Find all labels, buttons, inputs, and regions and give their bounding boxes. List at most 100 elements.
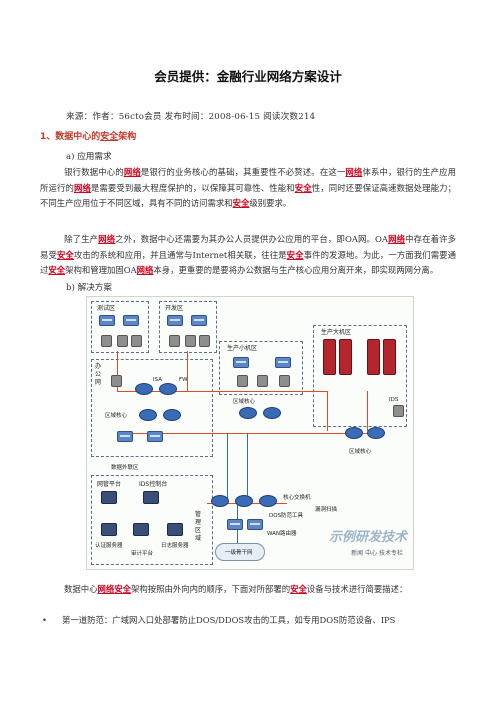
paragraph-3: 数据中心网络安全架构按照由外向内的顺序，下面对所部署的安全设备与技术进行简要描述… (40, 582, 456, 598)
text-run: 设备与技术进行简要描述： (306, 584, 408, 594)
router-icon (367, 427, 385, 439)
server-icon (279, 375, 290, 387)
subheading-b: b) 解决方案 (66, 283, 112, 293)
keyword-link[interactable]: 网络 (123, 167, 141, 177)
switch-icon (275, 357, 291, 368)
bullet-text: 第一道防范：广域网入口处部署防止DOS/DDOS攻击的工具，如专用DOS防范设备… (62, 615, 396, 625)
fw-label: FW (179, 377, 188, 383)
text-run: 架构按照由外向内的顺序，下面对所部署的 (131, 584, 291, 594)
text-run: 是需要受到最大程度保护的，以保障其可靠性、性能和 (90, 182, 295, 193)
keyword-link[interactable]: 网络 (387, 234, 406, 244)
prod-host-zone-label: 生产大机区 (321, 329, 352, 336)
net-platform-label: 网管平台 (97, 481, 122, 488)
text-run: 攻击的系统和应用，并且通常与Internet相关联，往往是 (73, 249, 287, 260)
mainframe-icon (339, 339, 352, 375)
prod-host-zone (313, 325, 407, 427)
prod-small-zone-label: 生产小机区 (227, 345, 258, 352)
isa-label: ISA (153, 377, 162, 383)
mgmt-zone (91, 475, 213, 565)
branch-label: 一级骨干网 (225, 550, 253, 556)
keyword-link[interactable]: 安全 (114, 584, 131, 594)
workstation-icon (133, 523, 149, 536)
office-zone-label: 办公网 (95, 363, 102, 386)
router-icon (239, 407, 257, 419)
link (327, 391, 328, 431)
keyword-link[interactable]: 安全 (48, 265, 66, 276)
server-icon (199, 335, 210, 347)
server-icon (117, 335, 128, 347)
router-icon (139, 409, 157, 421)
link (117, 351, 118, 391)
section-heading: 1、数据中心的安全架构 (40, 129, 136, 142)
workstation-icon (143, 491, 159, 504)
workstation-icon (101, 491, 117, 504)
text-run: 是银行的业务核心的基础，其重要性不必赘述。在这一 (140, 167, 346, 177)
audit-label: 审计平台 (131, 551, 154, 557)
keyword-link[interactable]: 安全 (56, 249, 74, 260)
switch-icon (191, 315, 207, 326)
firewall-icon (111, 375, 122, 387)
dev-zone-label: 开发区 (165, 305, 184, 312)
dev-zone (159, 301, 217, 353)
switch-icon (167, 315, 183, 326)
text-run: 事件的发源地。为此，一方面我们需要通过 (40, 249, 457, 276)
server-icon (185, 335, 196, 347)
switch-icon (147, 431, 163, 442)
test-zone (91, 301, 149, 353)
section-heading-prefix: 1、数据中心的 (40, 132, 101, 142)
network-diagram: 测试区 开发区 生产小机区 生产大机区 办公网 网管平台 IDS控制台 管理区域… (86, 296, 414, 570)
router-icon (235, 495, 253, 507)
ids-icon (393, 405, 404, 417)
text-run: 银行数据中心的 (64, 167, 124, 177)
keyword-link[interactable]: 网络 (73, 182, 91, 193)
keyword-link[interactable]: 网络 (97, 584, 115, 594)
text-run: 除了生产 (64, 234, 99, 244)
cloud-icon (215, 543, 265, 561)
ext-zone-label: 数据外联区 (111, 465, 139, 471)
section-heading-suffix: 架构 (118, 132, 137, 142)
text-run: 级别要求。 (249, 198, 292, 209)
auth-label: 认证服务器 (95, 543, 123, 549)
router-icon (211, 495, 229, 507)
vuln-label: 漏洞扫描 (315, 507, 338, 513)
keyword-link[interactable]: 安全 (100, 132, 119, 142)
keyword-link[interactable]: 安全 (232, 198, 250, 209)
keyword-link[interactable]: 安全 (286, 249, 304, 260)
wan-label: WAN路由器 (267, 531, 297, 537)
watermark-caption: 新闻 中心 技术专栏 (351, 550, 403, 557)
keyword-link[interactable]: 网络 (98, 234, 116, 244)
mainframe-icon (367, 339, 380, 375)
mainframe-icon (383, 339, 396, 375)
router-icon (159, 383, 177, 395)
workstation-icon (167, 523, 183, 536)
router-icon (163, 409, 181, 421)
test-zone-label: 测试区 (97, 305, 116, 312)
subheading-a: a) 应用需求 (66, 152, 112, 162)
prod-small-zone (219, 341, 303, 395)
switch-icon (233, 357, 249, 368)
text-run: 之外，数据中心还需要为其办公人员提供办公应用的平台，即OA网。OA (115, 234, 388, 244)
bullet-dot-icon: • (42, 615, 47, 625)
keyword-link[interactable]: 网络 (136, 265, 154, 276)
server-icon (169, 335, 180, 347)
link (187, 351, 188, 391)
switch-icon (117, 431, 133, 442)
text-run: 架构和管理加固OA (65, 265, 137, 276)
server-icon (257, 375, 268, 387)
router-icon (263, 407, 281, 419)
server-icon (101, 335, 112, 347)
switch-icon (123, 315, 139, 326)
switch-icon (99, 315, 115, 326)
keyword-link[interactable]: 网络 (345, 167, 363, 177)
link (227, 433, 228, 503)
switch-icon (227, 519, 243, 530)
zone-core-label: 区域核心 (233, 399, 256, 405)
link (117, 391, 327, 392)
zone-core-label: 区域核心 (349, 449, 372, 455)
keyword-link[interactable]: 安全 (290, 584, 307, 594)
link (367, 391, 368, 431)
article-meta: 来源：作者：56cto会员 发布时间：2008-06-15 阅读次数214 (66, 112, 316, 122)
link (247, 433, 248, 503)
keyword-link[interactable]: 安全 (294, 182, 312, 193)
text-run: 体系中，银行的生产应用所运行的 (40, 167, 457, 193)
